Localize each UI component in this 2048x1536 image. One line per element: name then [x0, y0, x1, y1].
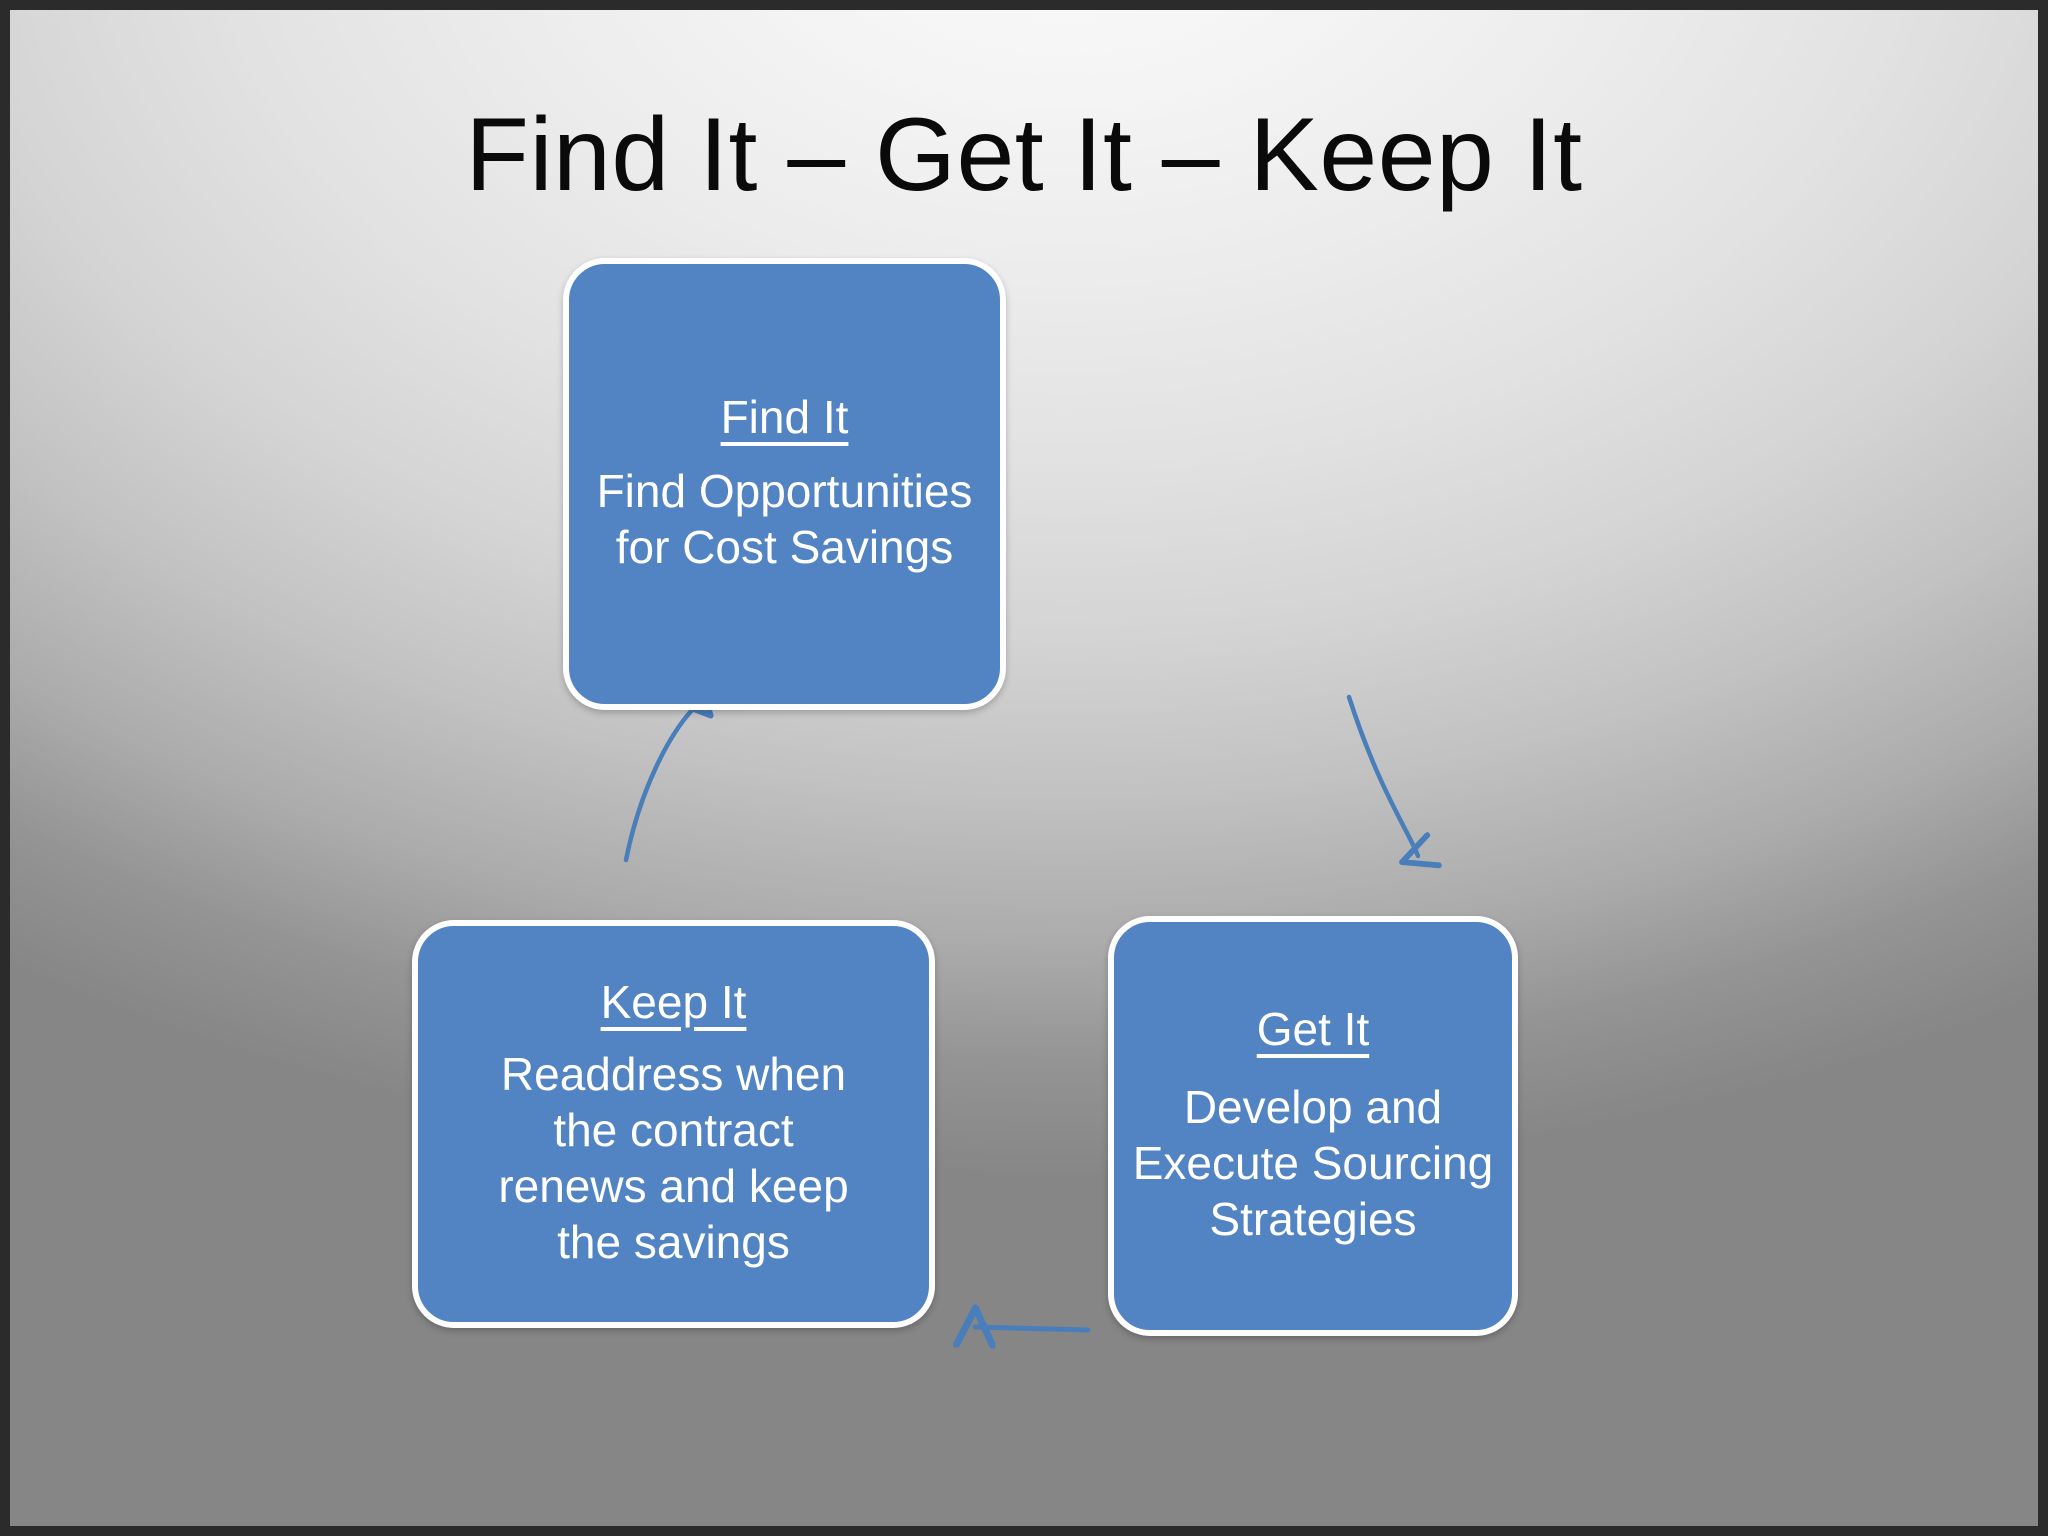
node-get-it-body: Develop and Execute Sourcing Strategies — [1132, 1080, 1494, 1246]
node-keep-it-title: Keep It — [600, 975, 747, 1028]
node-find-it-body: Find Opportunities for Cost Savings — [596, 465, 973, 574]
node-find-it-title: Find It — [720, 390, 849, 443]
node-get-it-title: Get It — [1256, 1002, 1370, 1055]
page-title: Find It – Get It – Keep It — [465, 97, 1583, 213]
node-keep-it[interactable]: Keep It Readdress when the contract rene… — [412, 920, 935, 1328]
slide-background — [10, 10, 2038, 1526]
node-get-it[interactable]: Get It Develop and Execute Sourcing Stra… — [1108, 916, 1518, 1336]
node-find-it[interactable]: Find It Find Opportunities for Cost Savi… — [563, 258, 1006, 710]
node-keep-it-body: Readdress when the contract renews and k… — [498, 1047, 849, 1269]
